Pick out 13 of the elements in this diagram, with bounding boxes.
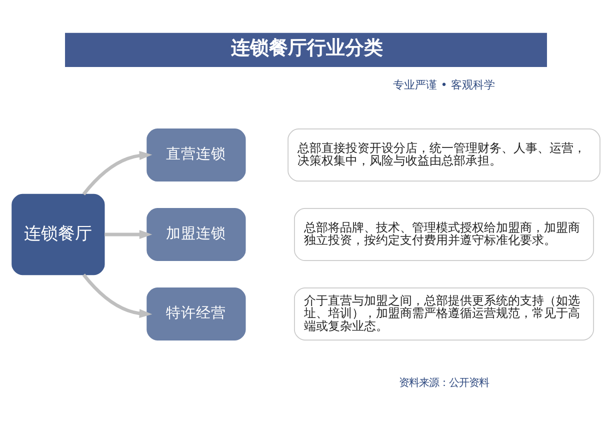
arrow	[82, 274, 152, 318]
node-box: 特许经营	[146, 288, 246, 340]
node-box: 总部将品牌、技术、管理模式授权给加盟商，加盟商独立投资，按约定支付费用并遵守标准化要求。	[294, 208, 594, 261]
node-box: 连锁餐厅	[12, 194, 105, 276]
node-box: 介于直营与加盟之间，总部提供更系统的支持（如选址、培训），加盟商需严格遵循运营规范，常见于高端或复杂业态。	[294, 288, 594, 340]
diagram-title: 连锁餐厅行业分类	[231, 38, 384, 59]
arrow	[82, 150, 152, 196]
node-box: 总部直接投资开设分店，统一管理财务、人事、运营，决策权集中，风险与收益由总部承担。	[288, 128, 600, 182]
label: 专业严谨 • 客观科学	[393, 78, 495, 92]
label: 资料来源：公开资料	[399, 376, 490, 389]
node-box: 直营连锁	[146, 128, 246, 182]
arrow	[104, 230, 152, 240]
node-box: 加盟连锁	[146, 208, 246, 261]
